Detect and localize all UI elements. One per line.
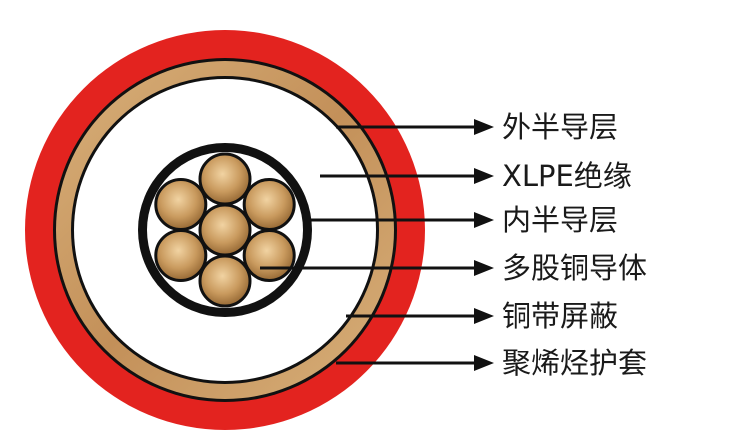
- label-stranded-conductor: 多股铜导体: [502, 251, 647, 285]
- copper-strand: [198, 152, 252, 206]
- copper-strand: [198, 203, 252, 257]
- copper-strand: [198, 254, 252, 308]
- callout-stranded-conductor: 多股铜导体: [260, 251, 647, 285]
- arrow-right-icon: [474, 260, 494, 276]
- stranded-copper-conductor: [154, 152, 296, 308]
- callout-outer-semiconductive: 外半导层: [336, 110, 618, 144]
- callout-xlpe-insulation: XLPE绝缘: [320, 159, 632, 193]
- arrow-right-icon: [474, 168, 494, 184]
- label-copper-tape-shield: 铜带屏蔽: [502, 299, 618, 333]
- label-xlpe-insulation: XLPE绝缘: [502, 159, 632, 193]
- label-polyolefin-sheath: 聚烯烃护套: [502, 346, 647, 380]
- copper-strand: [154, 229, 208, 282]
- arrow-right-icon: [474, 212, 494, 228]
- arrow-right-icon: [474, 355, 494, 371]
- callout-inner-semiconductive: 内半导层: [303, 203, 618, 237]
- copper-strand: [154, 178, 208, 231]
- callouts: 外半导层 XLPE绝缘 内半导层 多股铜导体 铜带屏蔽 聚烯烃护套: [260, 110, 647, 380]
- label-outer-semiconductive: 外半导层: [502, 110, 618, 144]
- callout-copper-tape-shield: 铜带屏蔽: [346, 299, 618, 333]
- callout-polyolefin-sheath: 聚烯烃护套: [336, 346, 647, 380]
- cable-cross-section: [25, 30, 425, 430]
- copper-strand: [242, 229, 296, 282]
- label-inner-semiconductive: 内半导层: [502, 203, 618, 237]
- arrow-right-icon: [474, 119, 494, 135]
- arrow-right-icon: [474, 308, 494, 324]
- copper-strand: [242, 178, 296, 231]
